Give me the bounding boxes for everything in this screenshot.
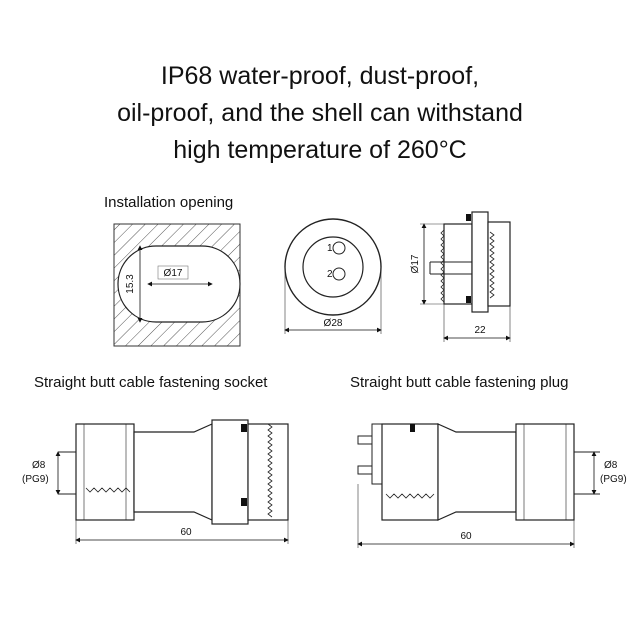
- socket-cable-diameter-label: Ø8: [32, 460, 46, 471]
- installation-opening-figure: Ø17 15.3: [113, 223, 241, 347]
- headline-line-3: high temperature of 260°C: [173, 136, 467, 164]
- pin-1-label: 1: [327, 243, 333, 254]
- headline-line-2: oil-proof, and the shell can withstand: [117, 99, 523, 127]
- plug-cable-diameter-label: Ø8: [604, 460, 618, 471]
- installation-opening-label: Installation opening: [104, 194, 234, 211]
- plug-length-label: 60: [460, 531, 472, 542]
- side-view-figure: Ø17 22: [410, 211, 511, 342]
- front-view-figure: 1 2 Ø28: [284, 218, 382, 334]
- socket-label: Straight butt cable fastening socket: [34, 374, 268, 391]
- installation-diameter-label: Ø17: [164, 268, 183, 279]
- socket-gland-label: (PG9): [22, 474, 49, 485]
- front-diameter-label: Ø28: [324, 318, 343, 329]
- side-diameter-label: Ø17: [410, 254, 421, 273]
- plug-gland-label: (PG9): [600, 474, 627, 485]
- pin-2-label: 2: [327, 269, 333, 280]
- socket-length-label: 60: [180, 527, 192, 538]
- installation-flat-label: 15.3: [125, 274, 136, 294]
- plug-figure: Ø8 (PG9) 60: [357, 423, 627, 548]
- side-length-label: 22: [474, 325, 486, 336]
- socket-figure: Ø8 (PG9) 60: [22, 419, 289, 544]
- plug-label: Straight butt cable fastening plug: [350, 374, 569, 391]
- headline-line-1: IP68 water-proof, dust-proof,: [160, 62, 480, 90]
